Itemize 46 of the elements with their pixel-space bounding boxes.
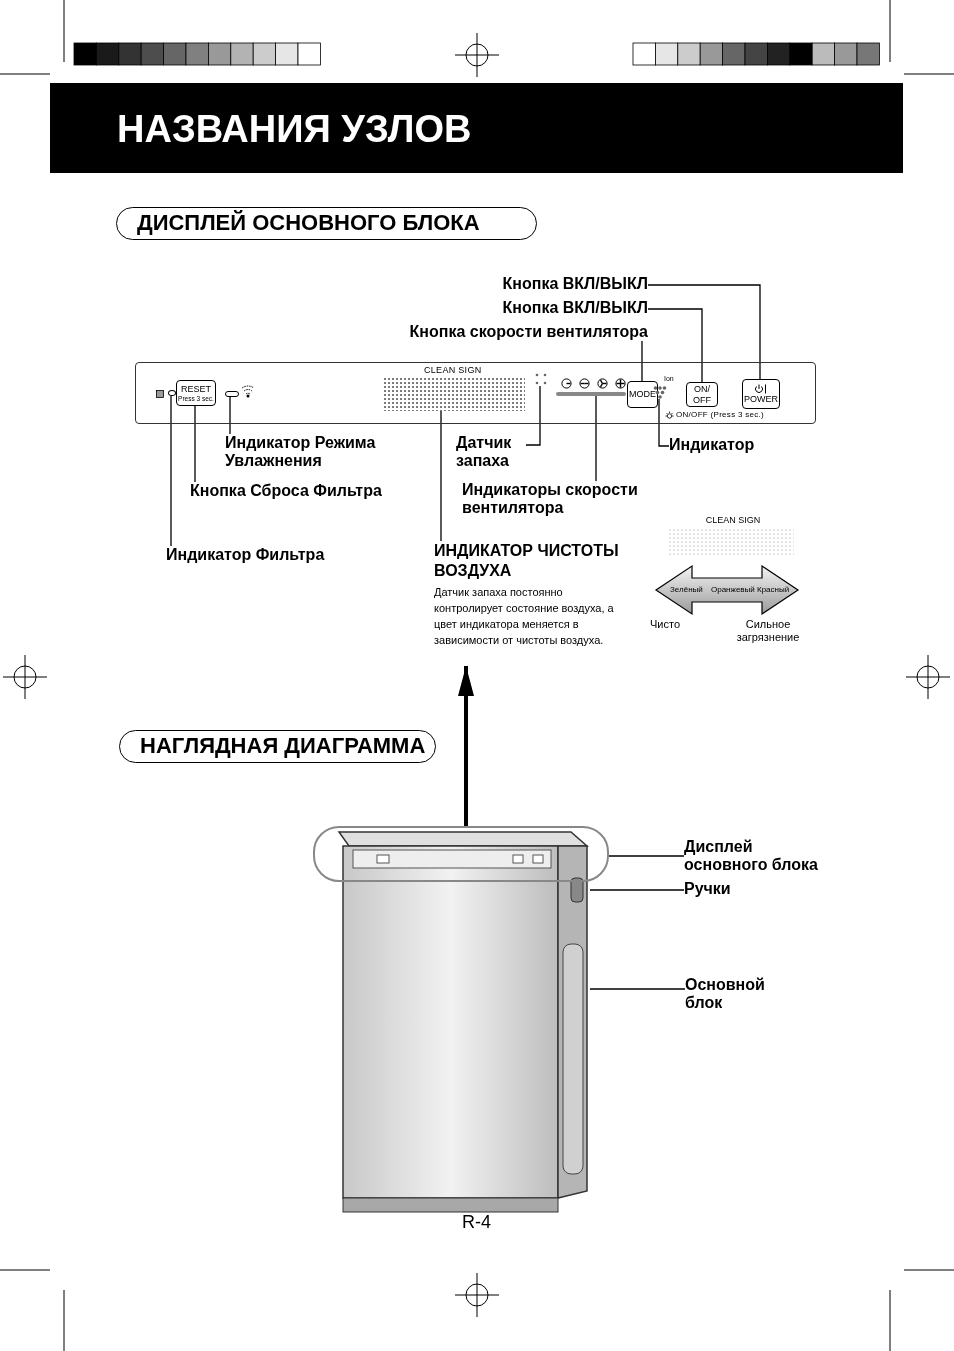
arrow [458,666,474,826]
highlight-outline [313,826,609,882]
power-button: POWER [742,379,780,409]
odor-sensor [534,372,548,386]
indicator-lamp [225,391,239,397]
leader-line [595,395,597,482]
leader-line [647,308,703,383]
panel-caption: ON/OFF (Press 3 sec.) [676,410,765,420]
leader-line [641,340,643,382]
leader-line [608,855,685,857]
callout-label: ИНДИКАТОР ЧИСТОТЫ ВОЗДУХА [434,541,620,581]
leader-line [194,405,196,483]
callout-label: Кнопка ВКЛ/ВЫКЛ [502,299,648,317]
leader-line [440,410,442,542]
control-panel [135,362,816,424]
callout-label: Датчик запаха [456,434,526,470]
leader-line [647,284,761,380]
panel-button: MODE [627,381,658,408]
leader-line [589,988,686,990]
callout-label: Дисплей основного блока [684,838,834,876]
scale-step: Зелёный [670,585,710,595]
leader-line [170,395,172,547]
panel-caption: CLEAN SIGN [424,365,482,376]
callout-label: Кнопка ВКЛ/ВЫКЛ [502,275,648,293]
scale-step: Красный [757,585,797,595]
panel-button: ON/ OFF [686,382,718,407]
leader-line [525,385,541,446]
callout-label: Кнопка Сброса Фильтра [190,482,410,502]
callout-label: Индикаторы скорости вентилятора [462,481,667,519]
leader-line [658,398,670,447]
page-number: R-4 [462,1212,492,1232]
leader-line [589,889,685,891]
scale-end: Чисто [650,618,681,631]
callout-label: Кнопка скорости вентилятора [409,323,648,341]
description-text: Датчик запаха постоянно контролирует состояние воздуха, а цвет индикатора меняется в зависимости от чистоты воздуха. [434,585,615,648]
leader-line [229,396,231,435]
scale-end: Сильное загрязнение [735,618,801,644]
dot-matrix-display [383,377,525,411]
callout-label: Ручки [684,880,744,900]
scale-caption: CLEAN SIGN [704,515,762,526]
callout-label: Индикатор [669,436,769,456]
callout-label: Индикатор Фильтра [166,546,346,566]
fan-speed-indicator [556,392,626,396]
callout-label: Индикатор Режима Увлажнения [225,434,400,472]
callout-label: Основной блок [685,976,795,1014]
page-title: НАЗВАНИЯ УЗЛОВ [50,83,903,173]
